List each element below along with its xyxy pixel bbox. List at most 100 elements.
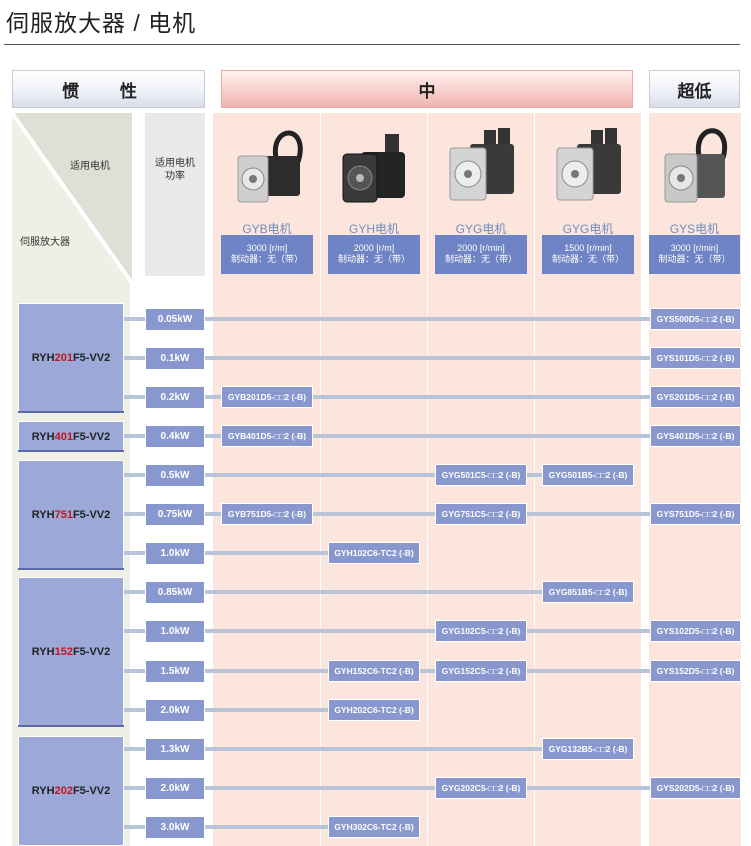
header-inertia: 惯 性 bbox=[12, 70, 205, 108]
motor-model: GYB401D5-□□2 (-B) bbox=[221, 425, 313, 447]
amp-suffix: F5-VV2 bbox=[72, 646, 111, 658]
corner-diagonal bbox=[12, 113, 132, 283]
connection-line bbox=[124, 551, 328, 555]
amp-prefix: RYH bbox=[31, 646, 55, 658]
power-rating: 1.3kW bbox=[145, 738, 205, 761]
motor-model: GYS401D5-□□2 (-B) bbox=[650, 425, 741, 447]
motor-model: GYS500D5-□□2 (-B) bbox=[650, 308, 741, 330]
power-rating: 0.1kW bbox=[145, 347, 205, 370]
connection-line bbox=[124, 356, 650, 360]
motor-model: GYS202D5-□□2 (-B) bbox=[650, 777, 741, 799]
connection-line bbox=[124, 395, 650, 399]
connection-line bbox=[124, 708, 328, 712]
power-rating: 1.0kW bbox=[145, 620, 205, 643]
servo-motor-black-icon bbox=[342, 134, 405, 203]
amplifier-underline bbox=[18, 725, 124, 727]
header-medium: 中 bbox=[221, 70, 633, 108]
motor-model: GYS101D5-□□2 (-B) bbox=[650, 347, 741, 369]
motor-model: GYS201D5-□□2 (-B) bbox=[650, 386, 741, 408]
amp-code: 152 bbox=[54, 646, 73, 658]
motor-name: GYB电机 bbox=[242, 222, 292, 236]
column-divider bbox=[534, 113, 535, 846]
motor-model: GYH302C6-TC2 (-B) bbox=[328, 816, 420, 838]
power-rating: 2.0kW bbox=[145, 777, 205, 800]
amplifier-underline bbox=[18, 568, 124, 570]
corner-amplifier-label: 伺服放大器 bbox=[20, 237, 70, 248]
power-header-line2: 功率 bbox=[165, 171, 185, 182]
motor-spec-box: 3000 [r/min]制动器：无（带） bbox=[649, 235, 740, 274]
motor-speed: 2000 [r/min] bbox=[457, 243, 505, 253]
amp-prefix: RYH bbox=[31, 509, 55, 521]
servo-motor-connector-icon bbox=[556, 128, 621, 201]
motor-model: GYG102C5-□□2 (-B) bbox=[435, 620, 527, 642]
motor-name: GYH电机 bbox=[348, 222, 399, 236]
connection-line bbox=[124, 317, 650, 321]
power-header-line1: 适用电机 bbox=[155, 158, 195, 169]
amp-prefix: RYH bbox=[31, 352, 55, 364]
power-rating: 1.5kW bbox=[145, 660, 205, 683]
connection-line bbox=[124, 473, 542, 477]
motor-name: GYG电机 bbox=[562, 222, 614, 236]
motor-spec-box: 3000 [r/m]制动器：无（带） bbox=[221, 235, 313, 274]
power-column-header: 适用电机 功率 bbox=[145, 113, 205, 276]
motor-brake: 制动器：无（带） bbox=[337, 254, 410, 264]
motor-model: GYG501C5-□□2 (-B) bbox=[435, 464, 527, 486]
motor-model: GYG132B5-□□2 (-B) bbox=[542, 738, 634, 760]
page-title: 伺服放大器 / 电机 bbox=[6, 10, 197, 36]
motor-speed: 3000 [r/min] bbox=[670, 243, 719, 253]
motor-model: GYH202C6-TC2 (-B) bbox=[328, 699, 420, 721]
motor-speed: 2000 [r/m] bbox=[353, 243, 395, 253]
motor-spec-box: 2000 [r/m]制动器：无（带） bbox=[328, 235, 420, 274]
motor-model: GYG751C5-□□2 (-B) bbox=[435, 503, 527, 525]
servo-motor-cable-icon bbox=[664, 128, 728, 203]
power-rating: 0.2kW bbox=[145, 386, 205, 409]
amp-prefix: RYH bbox=[31, 785, 55, 797]
motor-model: GYG501B5-□□2 (-B) bbox=[542, 464, 634, 486]
motor-model: GYS102D5-□□2 (-B) bbox=[650, 620, 741, 642]
column-divider bbox=[427, 113, 428, 846]
header-ultra-low: 超低 bbox=[649, 70, 740, 108]
motor-brake: 制动器：无（带） bbox=[230, 254, 303, 264]
motor-speed: 3000 [r/m] bbox=[246, 243, 288, 253]
column-divider bbox=[320, 113, 321, 846]
motor-spec-box: 1500 [r/min]制动器：无（带） bbox=[542, 235, 634, 274]
amp-suffix: F5-VV2 bbox=[72, 430, 111, 443]
motor-model: GYS751D5-□□2 (-B) bbox=[650, 503, 741, 525]
motor-model: GYB201D5-□□2 (-B) bbox=[221, 386, 313, 408]
motor-model: GYG202C5-□□2 (-B) bbox=[435, 777, 527, 799]
motor-brake: 制动器：无（带） bbox=[444, 254, 517, 264]
amp-suffix: F5-VV2 bbox=[72, 509, 111, 521]
connection-line bbox=[124, 747, 542, 751]
motor-brake: 制动器：无（带） bbox=[551, 254, 624, 264]
connection-line bbox=[124, 629, 650, 633]
amplifier-underline bbox=[18, 411, 124, 413]
motor-name: GYG电机 bbox=[455, 222, 507, 236]
motor-model: GYG851B5-□□2 (-B) bbox=[542, 581, 634, 603]
connection-line bbox=[124, 825, 328, 829]
power-rating: 1.0kW bbox=[145, 542, 205, 565]
motor-brake: 制动器：无（带） bbox=[658, 254, 731, 264]
motor-model: GYH152C6-TC2 (-B) bbox=[328, 660, 420, 682]
power-rating: 0.4kW bbox=[145, 425, 205, 448]
connection-line bbox=[124, 590, 542, 594]
motor-model: GYH102C6-TC2 (-B) bbox=[328, 542, 420, 564]
power-rating: 2.0kW bbox=[145, 699, 205, 722]
motor-name: GYS电机 bbox=[669, 222, 720, 236]
motor-spec-box: 2000 [r/min]制动器：无（带） bbox=[435, 235, 527, 274]
motor-model: GYS152D5-□□2 (-B) bbox=[650, 660, 741, 682]
amp-prefix: RYH bbox=[31, 430, 55, 443]
servo-motor-cable-icon bbox=[237, 130, 303, 203]
amp-suffix: F5-VV2 bbox=[72, 785, 111, 797]
motor-model: GYB751D5-□□2 (-B) bbox=[221, 503, 313, 525]
power-rating: 3.0kW bbox=[145, 816, 205, 839]
power-rating: 0.05kW bbox=[145, 308, 205, 331]
motor-speed: 1500 [r/min] bbox=[564, 243, 612, 253]
servo-motor-connector-icon bbox=[449, 128, 514, 201]
amp-code: 201 bbox=[54, 352, 73, 364]
power-rating: 0.85kW bbox=[145, 581, 205, 604]
